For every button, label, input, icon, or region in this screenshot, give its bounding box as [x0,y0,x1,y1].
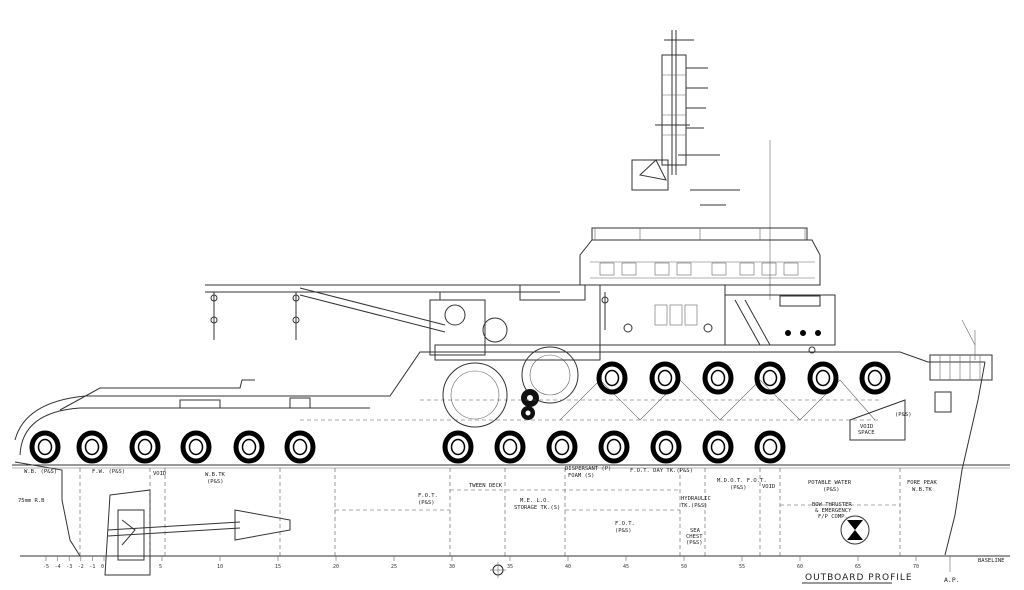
tyre-fender [76,430,108,464]
label-rudder: 75mm R.B [18,498,45,504]
baseline-label: BASELINE [978,558,1005,564]
tyre-fender [807,361,839,395]
frame-tick-label: 25 [391,564,397,570]
label-mdo: M.D.O.T. F.O.T.(P&S) [717,478,767,491]
label-fot-day: F.O.T. DAY TK.(P&S) [630,468,693,474]
tyre-fender [233,430,265,464]
label-ps-tag: (P&S) [895,412,912,418]
frame-tick-label: -2 [78,564,84,570]
drawing-title: OUTBOARD PROFILE [805,573,913,583]
frame-tick-label: 10 [217,564,223,570]
frame-tick-label: 30 [449,564,455,570]
tyre-fender [859,361,891,395]
frame-tick-label: -4 [55,564,61,570]
frame-tick-label: 40 [565,564,571,570]
tyre-fender [702,361,734,395]
tyre-fender [596,361,628,395]
frame-tick-label: 55 [739,564,745,570]
label-fot-2: F.O.T.(P&S) [615,521,635,534]
tyre-fender [180,430,212,464]
label-void-fwd: VOID [762,484,775,490]
frame-tick-label: 70 [913,564,919,570]
frame-tick-label: -5 [43,564,49,570]
frame-tick-label: 65 [855,564,861,570]
label-dispersant: DISPERSANT (P)FOAM (S) [565,466,611,479]
frame-tick-label: 0 [101,564,104,570]
fender-tyres [29,361,891,464]
hull [12,319,1010,557]
label-wb-tk: W.B.TK(P&S) [205,472,226,485]
label-wb-aft: W.B. (P&S) [24,469,57,475]
frame-tick-label: 50 [681,564,687,570]
label-potable: POTABLE WATER(P&S) [808,480,852,493]
frame-tick-label: -3 [66,564,72,570]
tyre-fender [284,430,316,464]
frame-tick-label: 5 [159,564,162,570]
tyre-fender [702,430,734,464]
tyre-fender [649,361,681,395]
tyre-fender [29,430,61,464]
tyre-fender [546,430,578,464]
main-mast [631,30,771,300]
frame-tick-label: 60 [797,564,803,570]
tyre-fender [442,430,474,464]
towing-winches [434,344,601,428]
propulsion [104,489,870,578]
frame-tick-label: -1 [89,564,95,570]
label-me-lo: M.E. L.O.STORAGE TK.(S) [514,498,560,511]
label-fot-1: F.O.T.(P&S) [418,493,438,506]
label-tween-deck: TWEEN DECK [469,483,503,489]
frame-tick-label: 45 [623,564,629,570]
upper-deckhouse [519,284,836,354]
wheelhouse [579,227,821,286]
deck-crane [205,284,609,356]
tyre-fender [494,430,526,464]
tyre-fender [754,361,786,395]
tyre-fender [598,430,630,464]
label-void-aft: VOID [153,471,166,477]
frame-tick-label: 15 [275,564,281,570]
ap-label: A.P. [944,576,960,584]
tyre-fender [754,430,786,464]
frame-tick-label: 35 [507,564,513,570]
tyre-fender [650,430,682,464]
tank-bulkheads [79,468,901,556]
frame-tick-label: 20 [333,564,339,570]
tyre-fender [129,430,161,464]
frame-scale: -5 -4 -3 -2 -1 0 5 10 15 20 25 30 35 40 45 50 55 60 65 70 [43,556,919,570]
compartment-labels: W.B. (P&S) F.W. (P&S) VOID W.B.TK(P&S) F… [18,412,937,546]
label-fw: F.W. (P&S) [92,469,125,475]
